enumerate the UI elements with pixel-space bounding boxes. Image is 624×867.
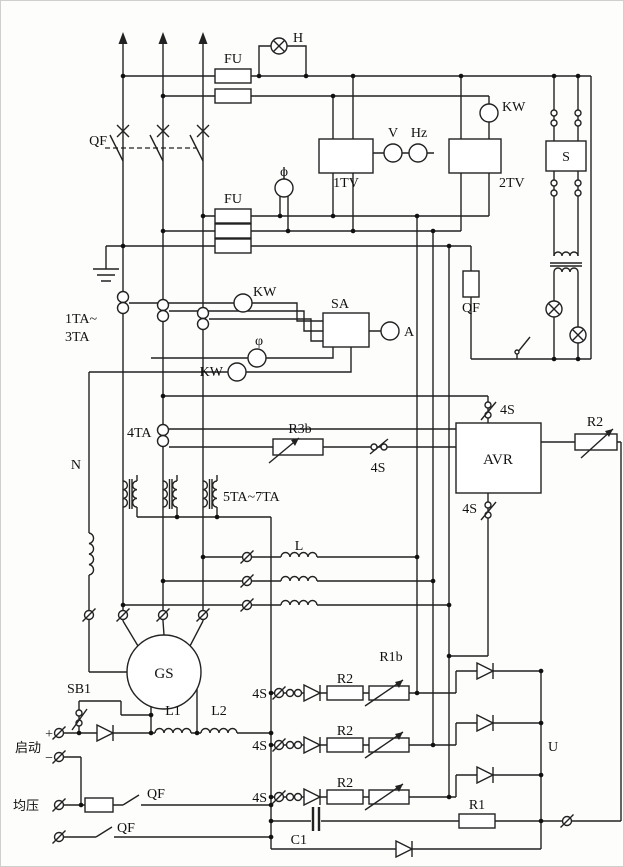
- sa-switch-box: [322, 312, 370, 348]
- generator-symbol: [126, 634, 202, 710]
- equalizing-resistor: [84, 797, 114, 813]
- label-4ta: 4TA: [127, 426, 152, 441]
- reactor-coil-icons: [280, 551, 318, 606]
- junction-dots: [76, 73, 581, 840]
- label-sb1: SB1: [67, 682, 91, 697]
- meter-icons: [227, 103, 499, 382]
- label-meter-phi-low: φ: [255, 334, 263, 349]
- label-lamp-h: H: [293, 31, 303, 46]
- label-n: N: [71, 458, 81, 473]
- label-qf-main: QF: [89, 134, 107, 149]
- label-plus: +: [45, 727, 53, 742]
- labels: FU H QF V Hz 1TV KW 2TV S FU φ 1TA~ 3TA …: [13, 31, 603, 848]
- label-qf-aux: QF: [462, 301, 480, 316]
- lamp-icons: [270, 37, 587, 344]
- label-gs: GS: [154, 666, 173, 682]
- label-r1: R1: [469, 798, 485, 813]
- label-fu-top: FU: [224, 52, 242, 67]
- row-resistors-r2: [326, 685, 364, 805]
- excitation-transformer-icons: [122, 475, 218, 517]
- label-4s-row2: 4S: [252, 739, 267, 754]
- label-ta13-2: 3TA: [65, 330, 90, 345]
- label-r2-right: R2: [587, 415, 603, 430]
- label-qf-bottom: QF: [117, 821, 135, 836]
- label-start: 启动: [15, 741, 41, 756]
- label-minus: −: [45, 751, 53, 766]
- label-l2: L2: [211, 704, 227, 719]
- circuit-breaker-qf: [105, 124, 210, 162]
- tv1-box: [318, 138, 374, 174]
- label-4s-mid: 4S: [371, 461, 386, 476]
- label-meter-v: V: [388, 126, 398, 141]
- qf-aux-box: [462, 270, 480, 298]
- label-avr: AVR: [483, 452, 513, 468]
- label-meter-kw-top: KW: [502, 100, 526, 115]
- label-4s-row1: 4S: [252, 687, 267, 702]
- label-r2-row1: R2: [337, 672, 353, 687]
- label-fu-mid: FU: [224, 192, 242, 207]
- label-qf-field: QF: [147, 787, 165, 802]
- label-tv2: 2TV: [499, 176, 525, 191]
- row-winding-icons: [285, 688, 303, 802]
- label-l1: L1: [165, 704, 181, 719]
- label-r1b: R1b: [379, 650, 402, 665]
- label-sa: SA: [331, 297, 350, 312]
- label-4s-row3: 4S: [252, 791, 267, 806]
- fuse-icons: [214, 68, 252, 254]
- label-l: L: [295, 539, 304, 554]
- label-equalize: 均压: [13, 799, 39, 814]
- signal-transformer-icon: [550, 251, 582, 273]
- avr-box: [455, 422, 542, 494]
- contact-icons: [71, 109, 582, 731]
- label-meter-phi-top: φ: [280, 165, 288, 180]
- label-c1: C1: [291, 833, 307, 848]
- field-coil-icons: [154, 727, 238, 734]
- label-4s-bottom: 4S: [462, 502, 477, 517]
- label-meter-kw-low: KW: [200, 365, 224, 380]
- neutral-coil-icon: [88, 532, 95, 576]
- label-5ta-7ta: 5TA~7TA: [223, 490, 281, 505]
- r3b-rheostat: [268, 437, 324, 464]
- phase-arrow-icons: [118, 32, 208, 44]
- label-r3b: R3b: [288, 422, 311, 437]
- label-meter-kw-mid: KW: [253, 285, 277, 300]
- terminal-icons: [52, 550, 574, 844]
- label-ta13-1: 1TA~: [65, 312, 98, 327]
- diode-icons: [96, 661, 495, 859]
- label-meter-a: A: [404, 325, 415, 340]
- label-u: U: [548, 740, 558, 755]
- label-meter-hz: Hz: [411, 126, 427, 141]
- r2-right-rheostat: [574, 428, 618, 459]
- label-switch-s: S: [562, 150, 570, 165]
- wiring-metering-section: [89, 302, 381, 373]
- label-r2-row3: R2: [337, 776, 353, 791]
- s-switch-box: [545, 140, 587, 172]
- current-transformer-icons: [116, 290, 210, 448]
- r1-resistor: [458, 813, 496, 829]
- label-4s-top: 4S: [500, 403, 515, 418]
- tv2-box: [448, 138, 502, 174]
- label-r2-row2: R2: [337, 724, 353, 739]
- capacitor-c1-icon: [311, 807, 321, 831]
- label-tv1: 1TV: [333, 176, 359, 191]
- row-rheostats-r1b: [364, 679, 410, 811]
